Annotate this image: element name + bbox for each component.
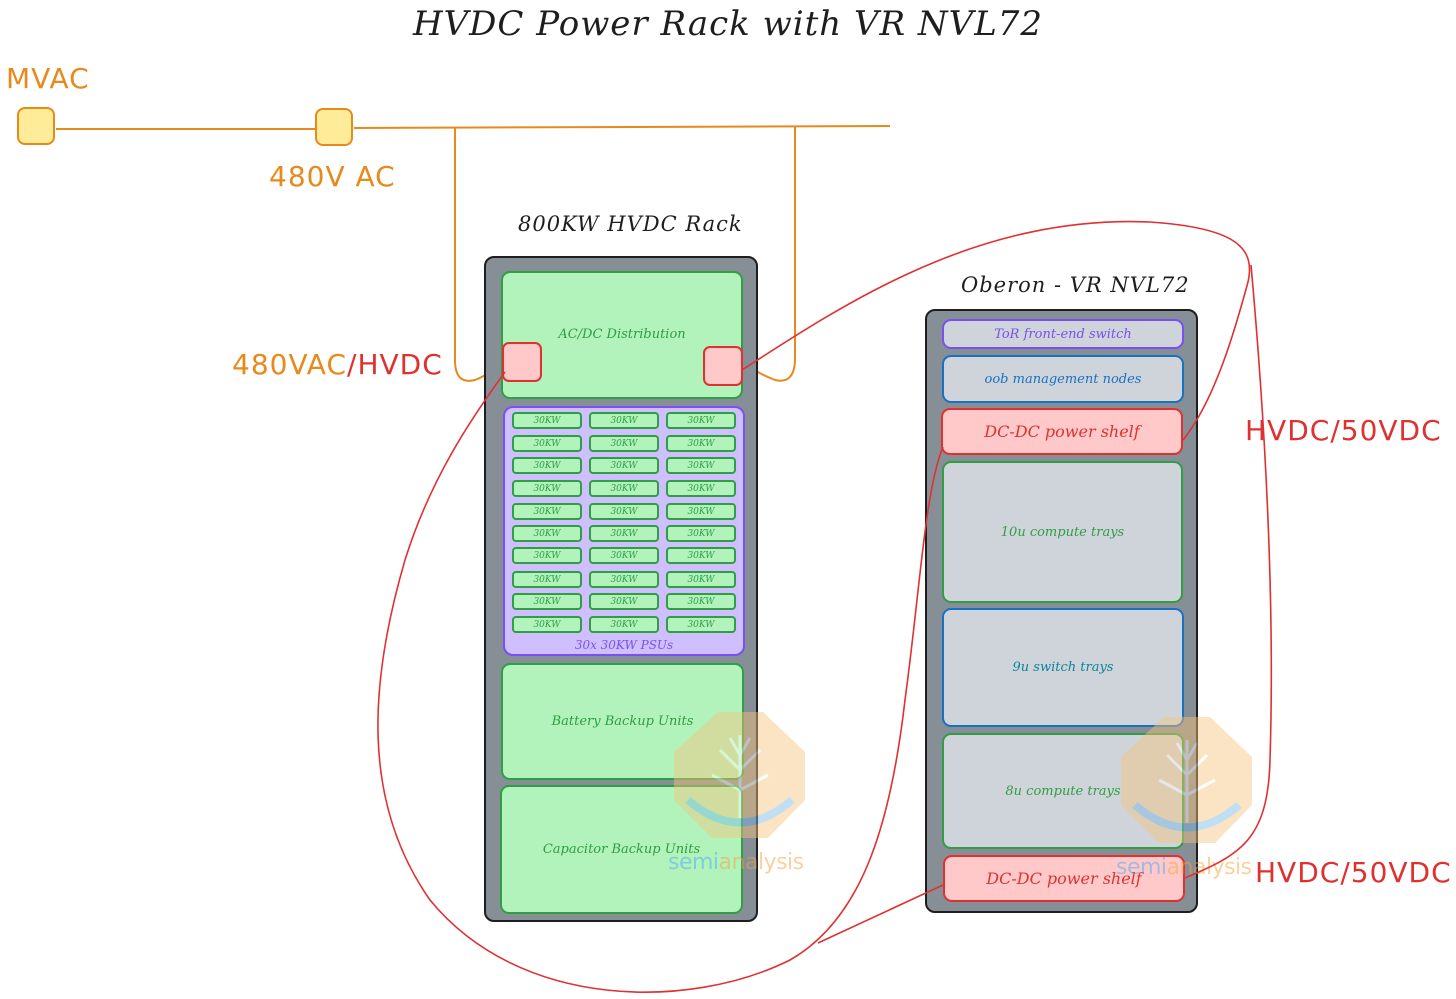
psu-module: 30KW (589, 435, 659, 452)
switch-trays-9u: 9u switch trays (942, 608, 1184, 727)
hvdc-rack-title: 800KW HVDC Rack (518, 212, 743, 236)
psu-module: 30KW (589, 503, 659, 520)
oob-management-nodes: oob management nodes (942, 355, 1184, 403)
tor-switch: ToR front-end switch (942, 319, 1184, 349)
psu-module: 30KW (666, 571, 736, 588)
psu-module: 30KW (589, 571, 659, 588)
hvdc-wire-loop-left (377, 371, 944, 993)
ac480-node (315, 108, 353, 146)
psu-module: 30KW (512, 503, 582, 520)
hvdc-50vdc-label-bottom: HVDC/50VDC (1255, 856, 1452, 889)
watermark-logo-left (674, 712, 805, 838)
psu-module: 30KW (666, 480, 736, 497)
psu-module: 30KW (666, 547, 736, 564)
watermark-logo-right (1121, 717, 1252, 843)
dc-dc-power-shelf-top-label: DC-DC power shelf (984, 422, 1140, 441)
psu-module: 30KW (589, 457, 659, 474)
hvdc-wire-loop-bottom (1184, 264, 1273, 879)
watermark-text-right-semi: semi (1116, 855, 1167, 880)
ac-dc-input-connector-left (502, 342, 542, 382)
psu-module: 30KW (512, 412, 582, 429)
nvl-rack-title: Oberon - VR NVL72 (961, 273, 1190, 297)
psu-module: 30KW (589, 412, 659, 429)
psu-module: 30KW (666, 525, 736, 542)
diagram-title: HVDC Power Rack with VR NVL72 (412, 4, 1044, 44)
battery-backup-label: Battery Backup Units (551, 714, 694, 729)
psu-module: 30KW (589, 525, 659, 542)
conversion-label-ac: 480VAC (232, 348, 348, 381)
compute-trays-10u-label: 10u compute trays (1000, 524, 1125, 540)
psu-module: 30KW (512, 593, 582, 610)
watermark-text-left-semi: semi (668, 850, 719, 875)
compute-trays-10u: 10u compute trays (942, 461, 1183, 603)
psu-module: 30KW (666, 593, 736, 610)
ac-dc-output-connector-right (703, 346, 743, 386)
compute-trays-8u: 8u compute trays (942, 733, 1184, 849)
psu-module: 30KW (512, 480, 582, 497)
psu-module: 30KW (512, 435, 582, 452)
watermark-text-left-analysis: analysis (718, 850, 805, 875)
psu-module: 30KW (666, 435, 736, 452)
conversion-label: 480VAC/HVDC (232, 348, 443, 381)
ac-dc-distribution: AC/DC Distribution (501, 271, 743, 399)
dc-dc-power-shelf-bottom: DC-DC power shelf (943, 855, 1185, 902)
psu-module: 30KW (589, 480, 659, 497)
capacitor-backup-units: Capacitor Backup Units (500, 785, 743, 914)
hvdc-50vdc-label-top: HVDC/50VDC (1245, 414, 1442, 447)
psu-module: 30KW (589, 547, 659, 564)
psu-module: 30KW (589, 616, 659, 633)
watermark-text-left: semianalysis (668, 850, 804, 875)
psu-bank-caption: 30x 30KW PSUs (574, 638, 674, 652)
psu-module: 30KW (666, 616, 736, 633)
hvdc-wire-loop-top (741, 220, 1251, 441)
psu-module: 30KW (589, 593, 659, 610)
compute-trays-8u-label: 8u compute trays (1005, 783, 1121, 799)
mvac-label: MVAC (6, 62, 90, 95)
tor-switch-label: ToR front-end switch (994, 326, 1132, 342)
dc-dc-power-shelf-top: DC-DC power shelf (941, 408, 1183, 455)
psu-module: 30KW (512, 457, 582, 474)
psu-bank: 30KW 30KW 30KW 30KW 30KW 30KW 30KW 30KW 30KW 30KW… (503, 406, 745, 656)
psu-module: 30KW (666, 412, 736, 429)
psu-module: 30KW (666, 457, 736, 474)
switch-trays-9u-label: 9u switch trays (1012, 660, 1114, 675)
mvac-node (17, 107, 55, 145)
psu-module: 30KW (666, 503, 736, 520)
conversion-label-hvdc: /HVDC (347, 348, 443, 381)
ac-dc-distribution-label: AC/DC Distribution (558, 327, 686, 342)
battery-backup-units: Battery Backup Units (501, 663, 744, 780)
capacitor-backup-label: Capacitor Backup Units (542, 842, 701, 857)
psu-module: 30KW (512, 525, 582, 542)
psu-module: 30KW (512, 616, 582, 633)
dc-dc-power-shelf-bottom-label: DC-DC power shelf (986, 869, 1142, 888)
psu-module: 30KW (512, 547, 582, 564)
hvdc-wire-bottom-shelf (817, 884, 944, 944)
psu-module: 30KW (512, 571, 582, 588)
ac480-label: 480V AC (269, 160, 396, 193)
oob-management-label: oob management nodes (984, 371, 1142, 387)
ac-bus-main (56, 125, 891, 130)
